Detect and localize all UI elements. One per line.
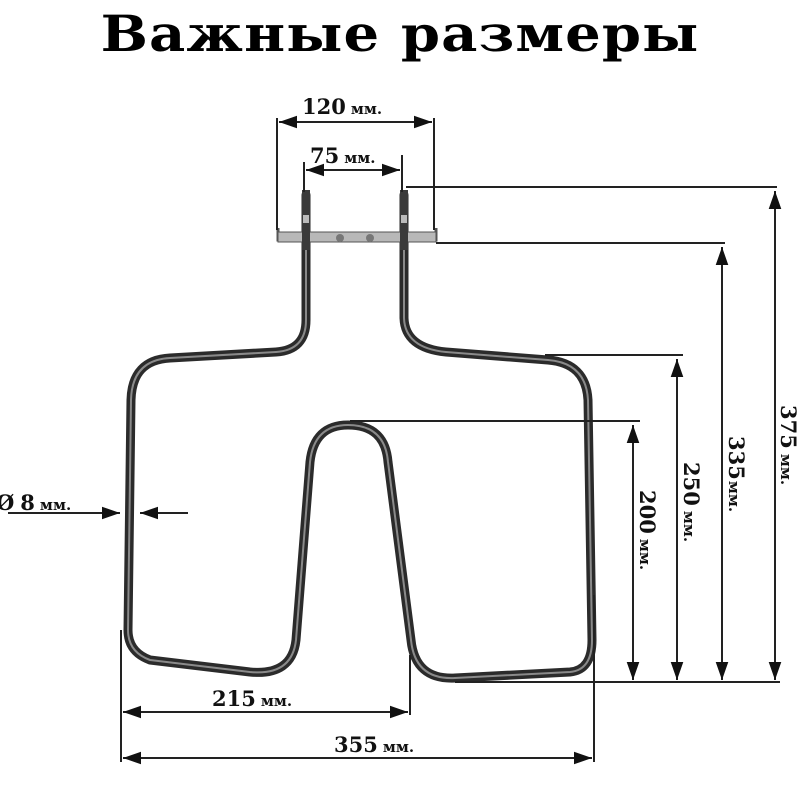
page-title: Важные размеры xyxy=(100,4,700,63)
heating-element xyxy=(123,190,597,683)
svg-text:250мм.: 250мм. xyxy=(679,462,704,542)
svg-text:200мм.: 200мм. xyxy=(635,490,660,570)
svg-text:375мм.: 375мм. xyxy=(776,405,800,485)
svg-text:335мм.: 335мм. xyxy=(724,436,749,512)
dim-250-label: 250мм. xyxy=(679,462,704,542)
mounting-bracket xyxy=(276,228,438,243)
dim-375-label: 375мм. xyxy=(776,405,800,485)
terminals xyxy=(302,190,408,250)
dimension-lines xyxy=(8,115,782,765)
dim-335-label: 335мм. xyxy=(724,436,749,512)
dim-200-label: 200мм. xyxy=(635,490,660,570)
